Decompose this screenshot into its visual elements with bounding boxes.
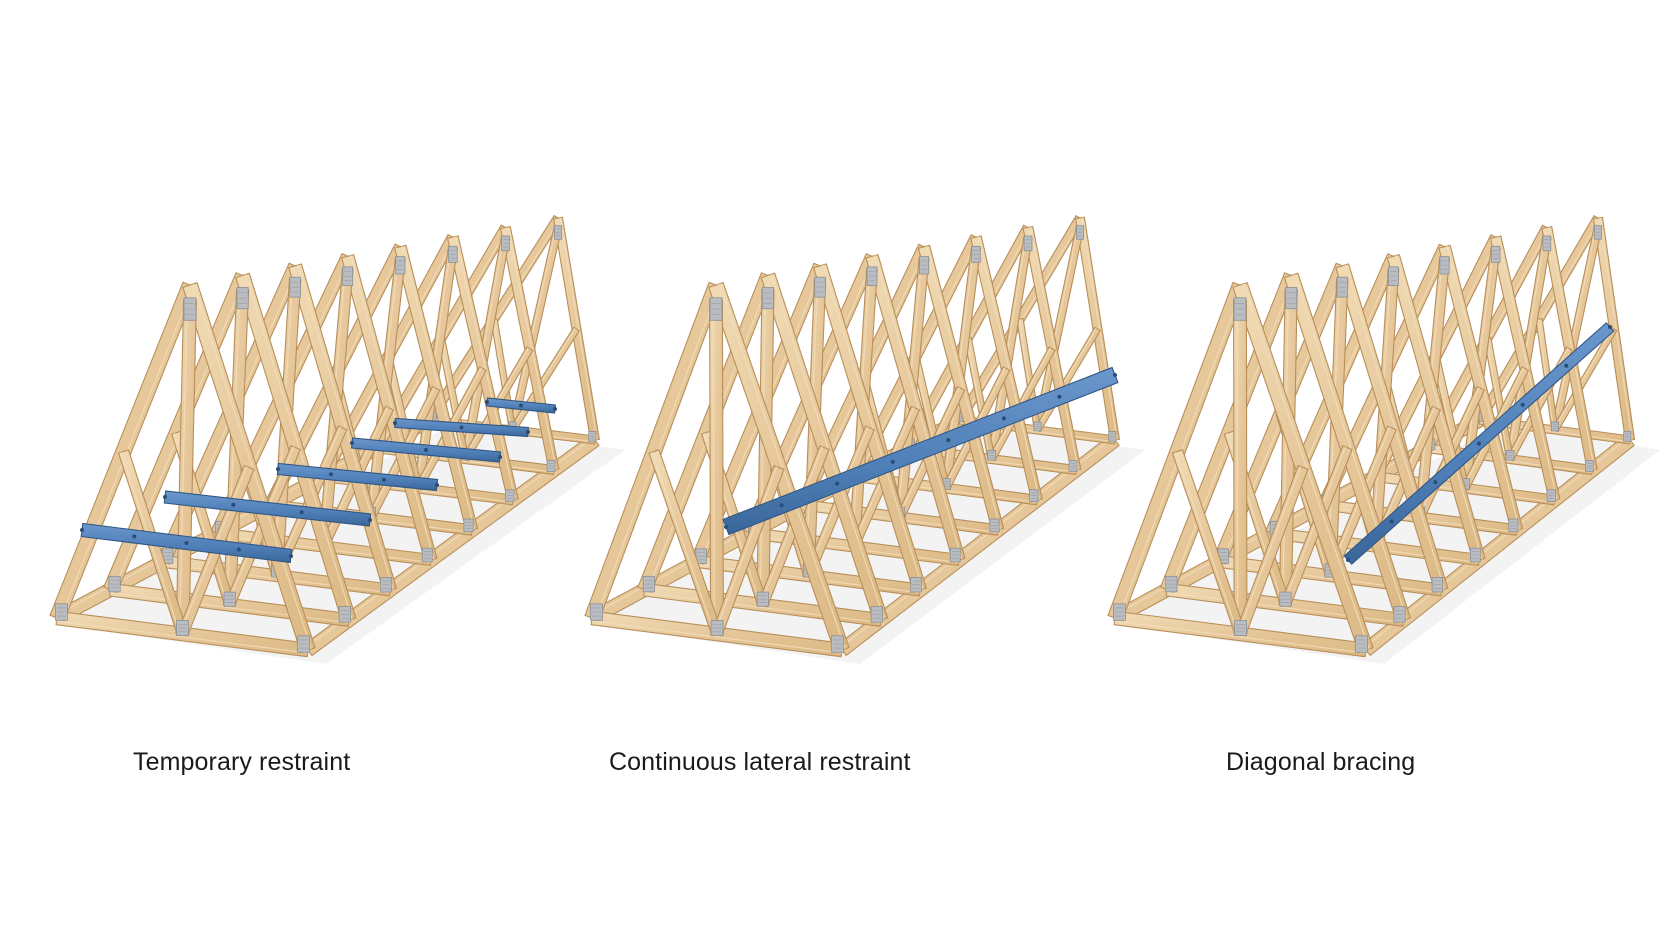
caption-diagonal-bracing: Diagonal bracing [1226, 748, 1416, 776]
right-bottom-rail [1361, 434, 1635, 656]
temporary-brace-2 [163, 490, 372, 527]
diagonal-bracing-panel [1107, 215, 1660, 664]
continuous-lateral-restraint-panel [584, 215, 1145, 664]
web-right [1551, 326, 1618, 433]
continuous-lateral-brace [722, 366, 1119, 536]
right-bottom-rail [837, 434, 1120, 656]
right-bottom-rail [303, 434, 600, 656]
caption-continuous-lateral-restraint: Continuous lateral restraint [609, 748, 911, 776]
truss-8 [1107, 281, 1374, 658]
king-post [709, 299, 724, 635]
caption-temporary-restraint: Temporary restraint [133, 748, 351, 776]
temporary-restraint-panel [49, 215, 625, 664]
truss-1 [1475, 215, 1636, 445]
king-post [1233, 299, 1248, 635]
